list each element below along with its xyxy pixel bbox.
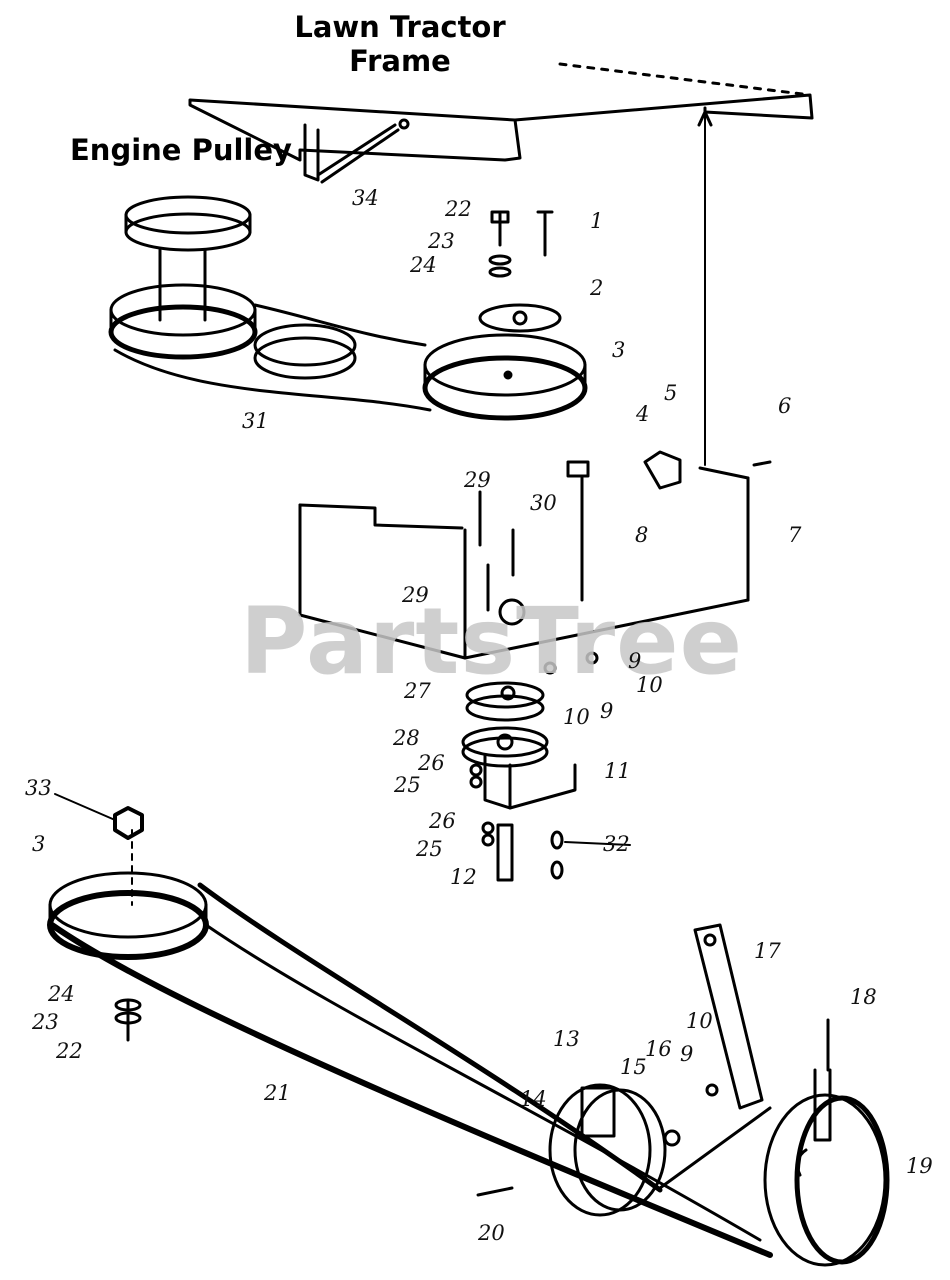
callout-16: 16 <box>645 1037 672 1061</box>
callout-26b: 26 <box>429 809 456 833</box>
callout-23b: 23 <box>32 1010 59 1034</box>
tractor-frame <box>188 62 814 466</box>
callout-17: 17 <box>754 939 781 963</box>
callout-30: 30 <box>530 491 557 515</box>
callout-20: 20 <box>478 1221 505 1245</box>
mounting-bracket <box>298 450 772 660</box>
callout-23: 23 <box>428 229 455 253</box>
callout-25: 25 <box>394 773 421 797</box>
callout-10: 10 <box>636 673 663 697</box>
callout-24b: 24 <box>48 982 75 1006</box>
callout-19: 19 <box>906 1154 933 1178</box>
callout-33: 33 <box>25 776 52 800</box>
callout-5: 5 <box>664 381 678 405</box>
frame-title-line1: Lawn Tractor <box>294 10 506 44</box>
callout-24: 24 <box>410 253 437 277</box>
callout-3: 3 <box>612 338 626 362</box>
callout-10b: 10 <box>563 705 590 729</box>
callout-32: 32 <box>603 832 630 856</box>
watermark: PartsTree <box>240 588 743 695</box>
engine-pulley-title: Engine Pulley <box>70 133 292 167</box>
callout-27: 27 <box>404 679 431 703</box>
callout-4: 4 <box>636 402 650 426</box>
frame-title-line2: Frame <box>349 44 451 78</box>
callout-26: 26 <box>418 751 445 775</box>
callout-21: 21 <box>264 1081 291 1105</box>
callout-34: 34 <box>352 186 379 210</box>
callout-31: 31 <box>242 409 269 433</box>
callout-28: 28 <box>393 726 420 750</box>
callout-18: 18 <box>850 985 877 1009</box>
callout-9: 9 <box>628 649 642 673</box>
drive-belt <box>49 882 773 1258</box>
callout-22: 22 <box>445 197 472 221</box>
callout-25b: 25 <box>416 837 443 861</box>
leader-lines <box>54 793 631 846</box>
callout-9b: 9 <box>600 699 614 723</box>
upper-belt-assembly <box>113 210 588 421</box>
idler-pulley-assembly <box>461 651 599 882</box>
callout-29: 29 <box>464 468 491 492</box>
callout-9c: 9 <box>680 1042 694 1066</box>
engine-pulley <box>108 195 258 360</box>
callout-10c: 10 <box>686 1009 713 1033</box>
callout-8: 8 <box>635 523 649 547</box>
drive-pulley-assembly <box>476 923 890 1267</box>
callout-29b: 29 <box>402 583 429 607</box>
callout-22b: 22 <box>56 1039 83 1063</box>
callout-14: 14 <box>520 1087 547 1111</box>
callout-11: 11 <box>604 759 631 783</box>
callout-3b: 3 <box>32 832 46 856</box>
callout-2: 2 <box>590 276 604 300</box>
callout-1: 1 <box>590 209 604 233</box>
callout-7: 7 <box>788 523 802 547</box>
callout-13: 13 <box>553 1027 580 1051</box>
callout-12: 12 <box>450 865 477 889</box>
callout-15: 15 <box>620 1055 647 1079</box>
callout-6: 6 <box>778 394 792 418</box>
